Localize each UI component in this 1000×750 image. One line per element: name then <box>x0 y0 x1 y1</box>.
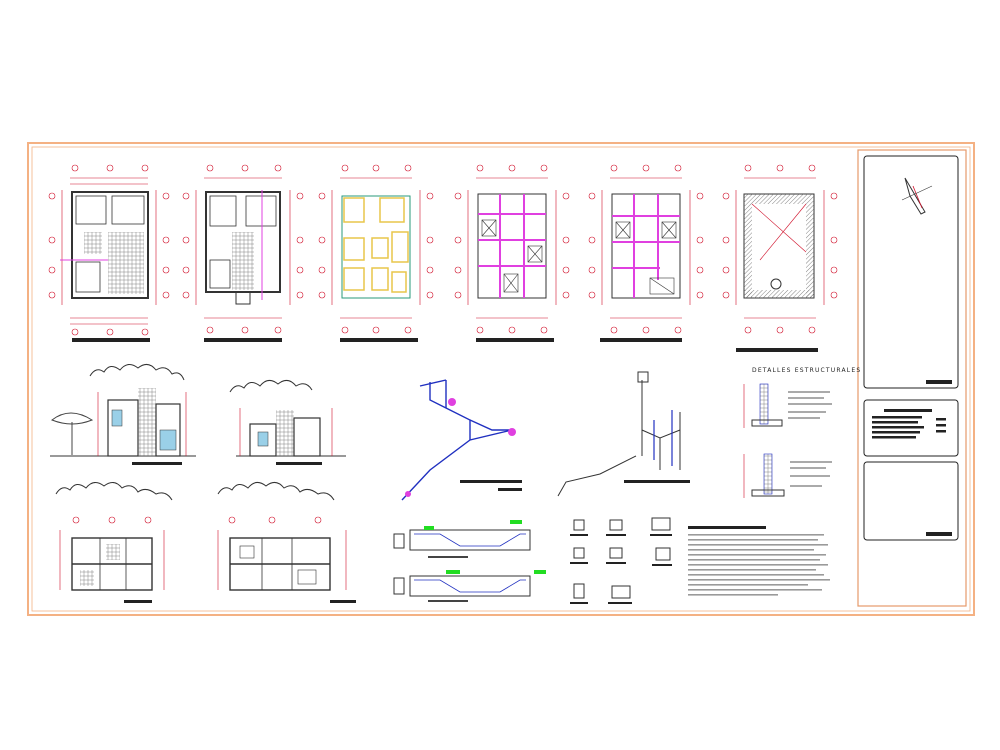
north-arrow-icon <box>901 177 933 215</box>
details-title: DETALLES ESTRUCTURALES <box>752 367 861 374</box>
isometric-drainage <box>557 371 690 497</box>
title-block-text-lines <box>872 409 946 439</box>
plan-beams-level-1 <box>454 164 570 342</box>
section-a <box>55 482 173 603</box>
tree-icon <box>51 412 94 455</box>
plan-upper-floor <box>182 164 304 342</box>
detail-footing-2 <box>743 453 832 498</box>
section-b <box>217 482 356 603</box>
plan-roof <box>722 164 838 352</box>
detail-footing-1 <box>743 383 832 428</box>
plan-ground-floor <box>48 164 170 342</box>
elevation-front <box>50 364 196 465</box>
isometric-water-supply <box>401 379 522 501</box>
beam-detail-2 <box>393 570 546 602</box>
dimension-lines <box>48 164 170 336</box>
cloud-icon <box>217 482 335 501</box>
structural-details: DETALLES ESTRUCTURALES <box>743 367 861 498</box>
column-sections <box>570 517 672 604</box>
cloud-icon <box>55 482 173 501</box>
title-block <box>857 149 967 607</box>
elevation-side <box>229 380 346 465</box>
beam-details <box>393 520 546 602</box>
sheet-frame <box>27 142 975 616</box>
cloud-icon <box>229 380 313 393</box>
general-notes <box>688 526 830 596</box>
cloud-icon <box>89 364 185 381</box>
plan-foundations <box>318 164 434 342</box>
plan-beams-level-2 <box>588 164 704 342</box>
beam-detail-1 <box>393 520 531 558</box>
